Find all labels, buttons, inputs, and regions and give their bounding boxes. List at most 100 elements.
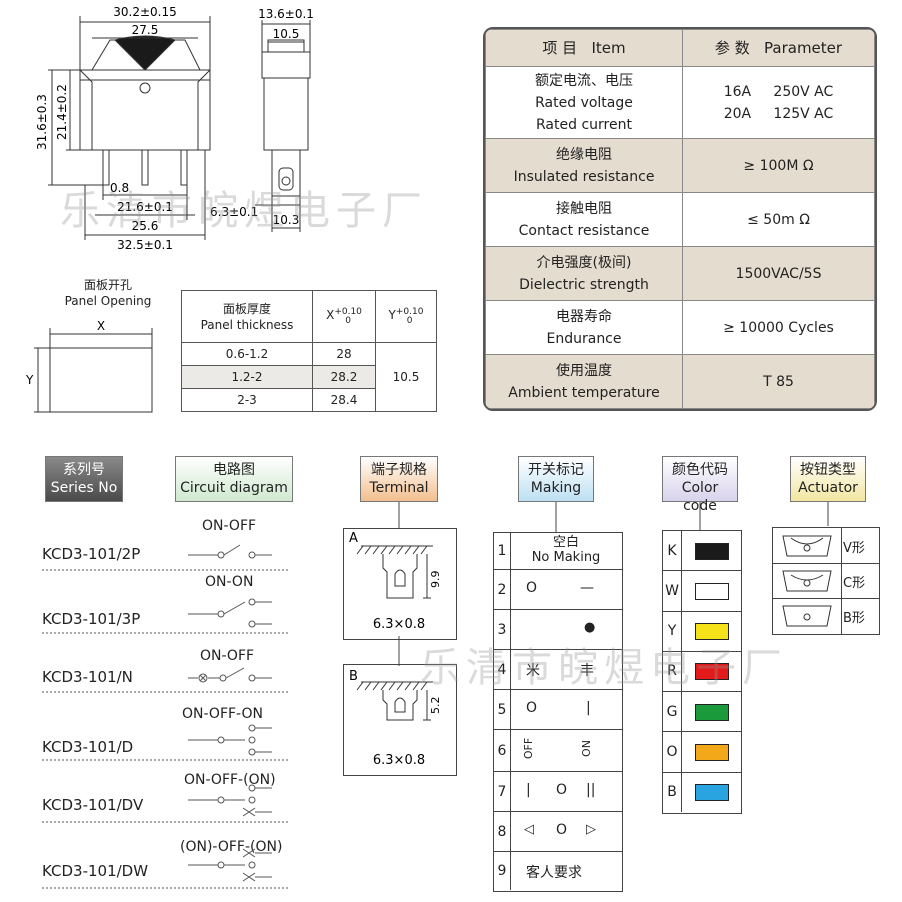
dim-21-4: 21.4±0.2 (55, 84, 69, 140)
pt-row: 2-3 28.4 (181, 388, 437, 412)
terminal-b-size: 6.3×0.8 (373, 753, 425, 768)
spec-value: 250V AC (773, 83, 834, 100)
color-code-row: K (663, 531, 741, 572)
making-symbol: || (586, 782, 596, 798)
category-terminal-cn: 端子规格 (371, 462, 427, 478)
category-color-cn: 颜色代码 (672, 462, 728, 478)
terminal-b-height: 5.2 (429, 697, 442, 715)
panel-opening-title: 面板开孔 Panel Opening (58, 277, 158, 309)
dim-25-6: 25.6 (132, 219, 159, 233)
terminal-b-box (343, 664, 457, 776)
pt-y-head: Y (388, 307, 396, 322)
making-row: 5 O| (494, 690, 622, 730)
dim-27-5: 27.5 (132, 23, 159, 37)
making-text: No Making (531, 550, 601, 565)
dim-21-6: 21.6±0.1 (117, 200, 173, 214)
circuit-label: ON-OFF (200, 648, 255, 664)
spec-cn: 绝缘电阻 (556, 146, 612, 163)
spec-value: 20A (723, 105, 752, 122)
making-symbol: 米 (526, 663, 540, 679)
making-symbol: O (556, 782, 568, 798)
spec-item-cn: 项 目 (542, 39, 578, 57)
series-model: KCD3-101/D (42, 738, 134, 756)
panel-opening-title-cn: 面板开孔 (83, 278, 132, 292)
making-symbol: O (526, 580, 538, 596)
color-code-row: W (663, 571, 741, 612)
spec-en: Rated current (536, 116, 632, 133)
making-row: 9 客人要求 (494, 852, 622, 890)
connector-lines (398, 502, 829, 532)
pt-row: 0.6-1.2 28 10.5 (181, 342, 437, 412)
spec-en: Contact resistance (518, 222, 650, 239)
spec-value: 125V AC (773, 105, 834, 122)
pt-x: 28.2 (312, 365, 376, 389)
spec-en: Dielectric strength (519, 276, 649, 293)
making-symbol: | (526, 782, 531, 798)
watermark: 乐清市皖煜电子厂 (420, 645, 788, 691)
terminal-a-size: 6.3×0.8 (373, 617, 425, 632)
spec-en: Rated voltage (535, 94, 633, 111)
dim-10-3: 10.3 (273, 213, 300, 227)
series-model: KCD3-101/2P (42, 545, 141, 563)
making-row: 8 ◁O▷ (494, 812, 622, 852)
making-symbol: O (556, 822, 568, 838)
pt-head-cn: 面板厚度 (222, 301, 271, 316)
making-text: 空白 (552, 535, 579, 550)
color-code-letter: G (663, 692, 682, 732)
spec-param-en: Parameter (764, 39, 843, 57)
making-symbol: 丰 (580, 663, 594, 679)
pt-x-tol: +0.10 (334, 306, 362, 317)
category-circuit-cn: 电路图 (213, 462, 255, 478)
making-symbol: O (526, 700, 538, 716)
pt-x: 28 (312, 342, 376, 366)
switch-drawing: 30.2±0.15 27.5 13.6±0.1 10.5 31.6±0.3 21… (35, 5, 314, 252)
pt-x: 28.4 (312, 388, 376, 412)
color-swatch (695, 663, 729, 681)
spec-en: Endurance (546, 330, 622, 347)
pt-y-tol2: 0 (406, 315, 413, 326)
color-code-row: G (663, 692, 741, 733)
actuator-shapes (782, 535, 832, 627)
making-symbol: | (586, 700, 591, 716)
spec-row: 介电强度(极间)Dielectric strength 1500VAC/5S (485, 246, 875, 301)
category-terminal-en: Terminal (369, 480, 429, 496)
terminal-drawings: A 9.9 6.3×0.8 B 5.2 6.3×0.8 (349, 531, 442, 768)
category-actuator-cn: 按钮类型 (800, 462, 856, 478)
spec-en: Insulated resistance (513, 168, 655, 185)
actuator-label: C形 (843, 576, 866, 591)
category-actuator-en: Actuator (798, 480, 858, 496)
dim-31-6: 31.6±0.3 (35, 94, 49, 150)
dim-10-5: 10.5 (273, 27, 300, 41)
category-series: 系列号 Series No (45, 456, 123, 502)
spec-item-en: Item (591, 39, 626, 57)
spec-row: 绝缘电阻 Insulated resistance ≥ 100M Ω (485, 138, 875, 193)
spec-param-cn: 参 数 (714, 39, 750, 57)
category-series-cn: 系列号 (63, 462, 105, 478)
making-symbol: ● (584, 620, 596, 635)
actuator-grid: V形 C形 B形 (772, 527, 880, 635)
circuit-label: ON-ON (205, 574, 254, 590)
making-symbol: ON (579, 740, 593, 757)
color-swatch (695, 784, 729, 802)
pt-x-head: X (326, 307, 335, 322)
pt-thickness: 2-3 (181, 388, 313, 412)
spec-cn: 使用温度 (556, 362, 612, 379)
color-code-row: Y (663, 611, 741, 652)
pt-head-en: Panel thickness (200, 317, 294, 332)
pt-thickness: 0.6-1.2 (181, 342, 313, 366)
spec-row: 额定电流、电压 Rated voltage Rated current 16A … (485, 66, 875, 139)
pt-y-value: 10.5 (375, 342, 437, 412)
spec-value: ≥ 100M Ω (682, 138, 875, 193)
circuit-label: ON-OFF-ON (182, 706, 263, 722)
dim-13-6: 13.6±0.1 (258, 7, 314, 21)
circuit-label: ON-OFF-(ON) (184, 772, 276, 788)
color-swatch (695, 582, 729, 600)
making-row: 4 米丰 (494, 650, 622, 690)
spec-value: 1500VAC/5S (682, 246, 875, 301)
